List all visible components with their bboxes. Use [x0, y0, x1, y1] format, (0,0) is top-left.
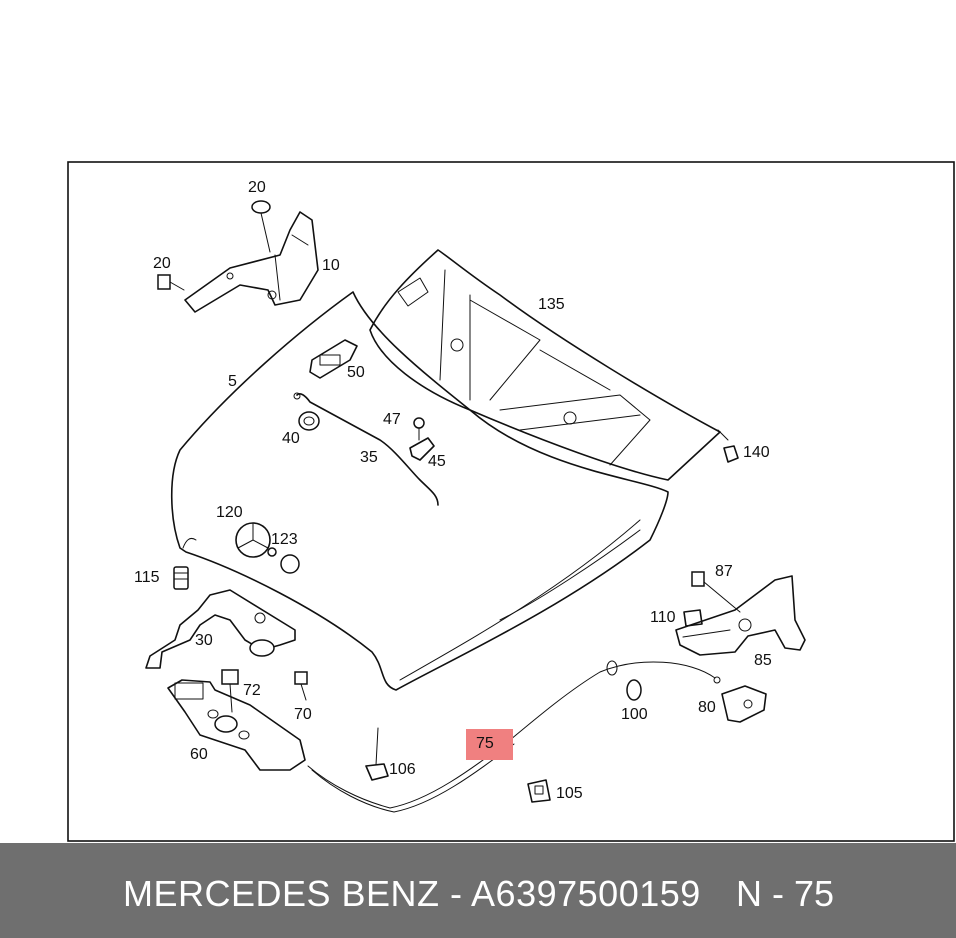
hood-shell	[170, 291, 669, 691]
callout-87: 87	[715, 563, 733, 580]
callout-5: 5	[228, 373, 237, 390]
parts-diagram: 20 20 10 135 5 50 47 40 35 45 140 120 12…	[67, 161, 955, 842]
clip-45	[409, 437, 435, 461]
callout-105: 105	[556, 785, 583, 802]
bracket-85	[675, 575, 806, 656]
callout-60: 60	[190, 746, 208, 763]
hood-lock-30	[145, 589, 296, 669]
caption-bar: MERCEDES BENZ - A6397500159 N - 75	[0, 843, 956, 938]
bumper-115	[173, 566, 189, 590]
clip-105	[527, 779, 551, 803]
callout-20-top: 20	[248, 179, 266, 196]
callout-135: 135	[538, 296, 565, 313]
part-caption: MERCEDES BENZ - A6397500159	[123, 873, 701, 914]
callout-100: 100	[621, 706, 648, 723]
part-123	[267, 547, 300, 574]
grommet-100	[626, 679, 642, 701]
callout-85: 85	[754, 652, 772, 669]
callout-47: 47	[383, 411, 401, 428]
bolt-87	[691, 571, 741, 613]
callout-45: 45	[428, 453, 446, 470]
diagram-frame	[67, 161, 955, 842]
callout-106: 106	[389, 761, 416, 778]
nut-110	[683, 609, 703, 627]
callout-50: 50	[347, 364, 365, 381]
handle-106	[365, 727, 389, 781]
release-cable-75	[307, 660, 721, 813]
callout-75: 75	[476, 735, 494, 752]
callout-35: 35	[360, 449, 378, 466]
bolt-20-top	[251, 200, 271, 253]
grommet-40	[298, 411, 320, 431]
screw-47	[413, 417, 425, 441]
callout-code: N - 75	[736, 873, 835, 914]
callout-120: 120	[216, 504, 243, 521]
bolt-20-left	[157, 274, 185, 291]
callout-70: 70	[294, 706, 312, 723]
lever-80	[721, 685, 767, 723]
hood-inner-frame	[369, 249, 729, 481]
callout-10: 10	[322, 257, 340, 274]
emblem-120	[235, 522, 271, 558]
callout-123: 123	[271, 531, 298, 548]
support-rod-35	[293, 392, 439, 506]
latch-50	[309, 339, 358, 379]
callout-40: 40	[282, 430, 300, 447]
lock-60	[167, 679, 306, 771]
callout-110: 110	[650, 609, 676, 626]
clip-140	[723, 445, 739, 463]
callout-72: 72	[243, 682, 261, 699]
hinge-part	[184, 211, 319, 313]
callout-20-left: 20	[153, 255, 171, 272]
callout-30: 30	[195, 632, 213, 649]
callout-80: 80	[698, 699, 716, 716]
highlight-75	[466, 729, 513, 760]
diagram-svg: 20 20 10 135 5 50 47 40 35 45 140 120 12…	[67, 161, 955, 842]
bolt-70	[294, 671, 308, 701]
bolt-72	[221, 669, 239, 713]
callout-140: 140	[743, 444, 770, 461]
callout-115: 115	[134, 569, 160, 586]
